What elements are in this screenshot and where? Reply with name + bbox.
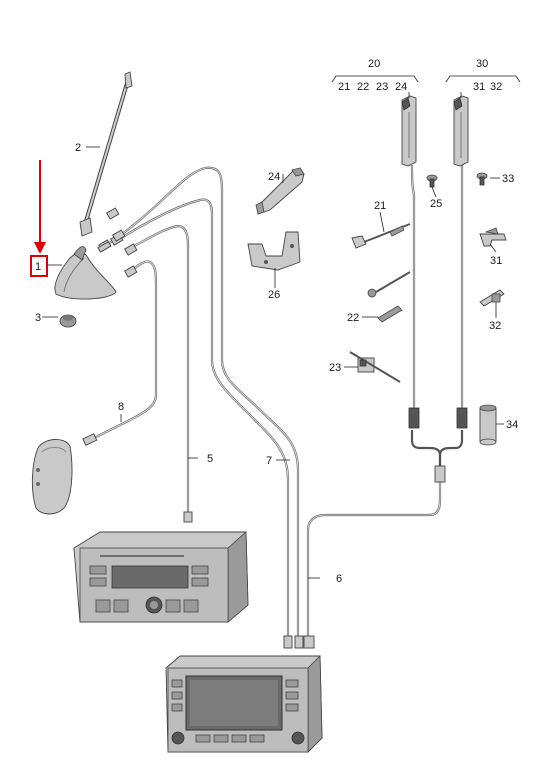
group-30-item-31: 31 <box>473 81 485 93</box>
cable-part-21 <box>351 223 411 249</box>
bracket-part-26 <box>247 231 301 271</box>
group-20-item-22: 22 <box>357 81 369 93</box>
holder-part-24 <box>255 167 305 215</box>
clip-part-31 <box>479 227 507 247</box>
callout-26: 26 <box>268 289 280 301</box>
leader-lines <box>42 75 521 579</box>
radio-unit <box>73 531 249 623</box>
antenna-module-30 <box>453 95 469 167</box>
callout-1: 1 <box>35 261 41 273</box>
callout-30: 30 <box>476 58 488 70</box>
navigation-unit <box>165 655 323 753</box>
callout-32: 32 <box>489 320 501 332</box>
telephone-handset <box>31 439 73 515</box>
screw-part-33 <box>476 172 488 186</box>
callout-7: 7 <box>266 455 272 467</box>
callout-22: 22 <box>347 312 359 324</box>
group-20-item-24: 24 <box>395 81 407 93</box>
callout-25: 25 <box>430 198 442 210</box>
antenna-cable-bundle <box>89 164 464 640</box>
callout-3: 3 <box>35 312 41 324</box>
cable-connectors <box>82 207 468 649</box>
rod-antenna <box>79 71 133 237</box>
sleeve-part-34 <box>479 404 497 446</box>
callout-2: 2 <box>75 142 81 154</box>
callout-31: 31 <box>490 255 502 267</box>
callout-34: 34 <box>506 419 518 431</box>
grommet <box>59 314 77 328</box>
antenna-module-20 <box>401 95 417 167</box>
cable-part-22 <box>367 271 411 323</box>
group-30-item-32: 32 <box>490 81 502 93</box>
callout-6: 6 <box>336 573 342 585</box>
highlight-marker <box>30 160 48 277</box>
callout-8: 8 <box>118 401 124 413</box>
callout-24: 24 <box>268 171 280 183</box>
screw-part-25 <box>426 174 438 188</box>
cable-part-23 <box>349 351 401 383</box>
callout-20: 20 <box>368 58 380 70</box>
callout-33: 33 <box>502 173 514 185</box>
group-20-item-21: 21 <box>338 81 350 93</box>
group-20-item-23: 23 <box>376 81 388 93</box>
clip-part-32 <box>479 289 505 307</box>
callout-labels: 1 2 3 5 6 7 8 24 25 26 21 22 23 33 31 32… <box>35 58 518 585</box>
callout-21: 21 <box>374 200 386 212</box>
callout-5: 5 <box>207 453 213 465</box>
antenna-base <box>54 246 117 300</box>
callout-23: 23 <box>329 362 341 374</box>
